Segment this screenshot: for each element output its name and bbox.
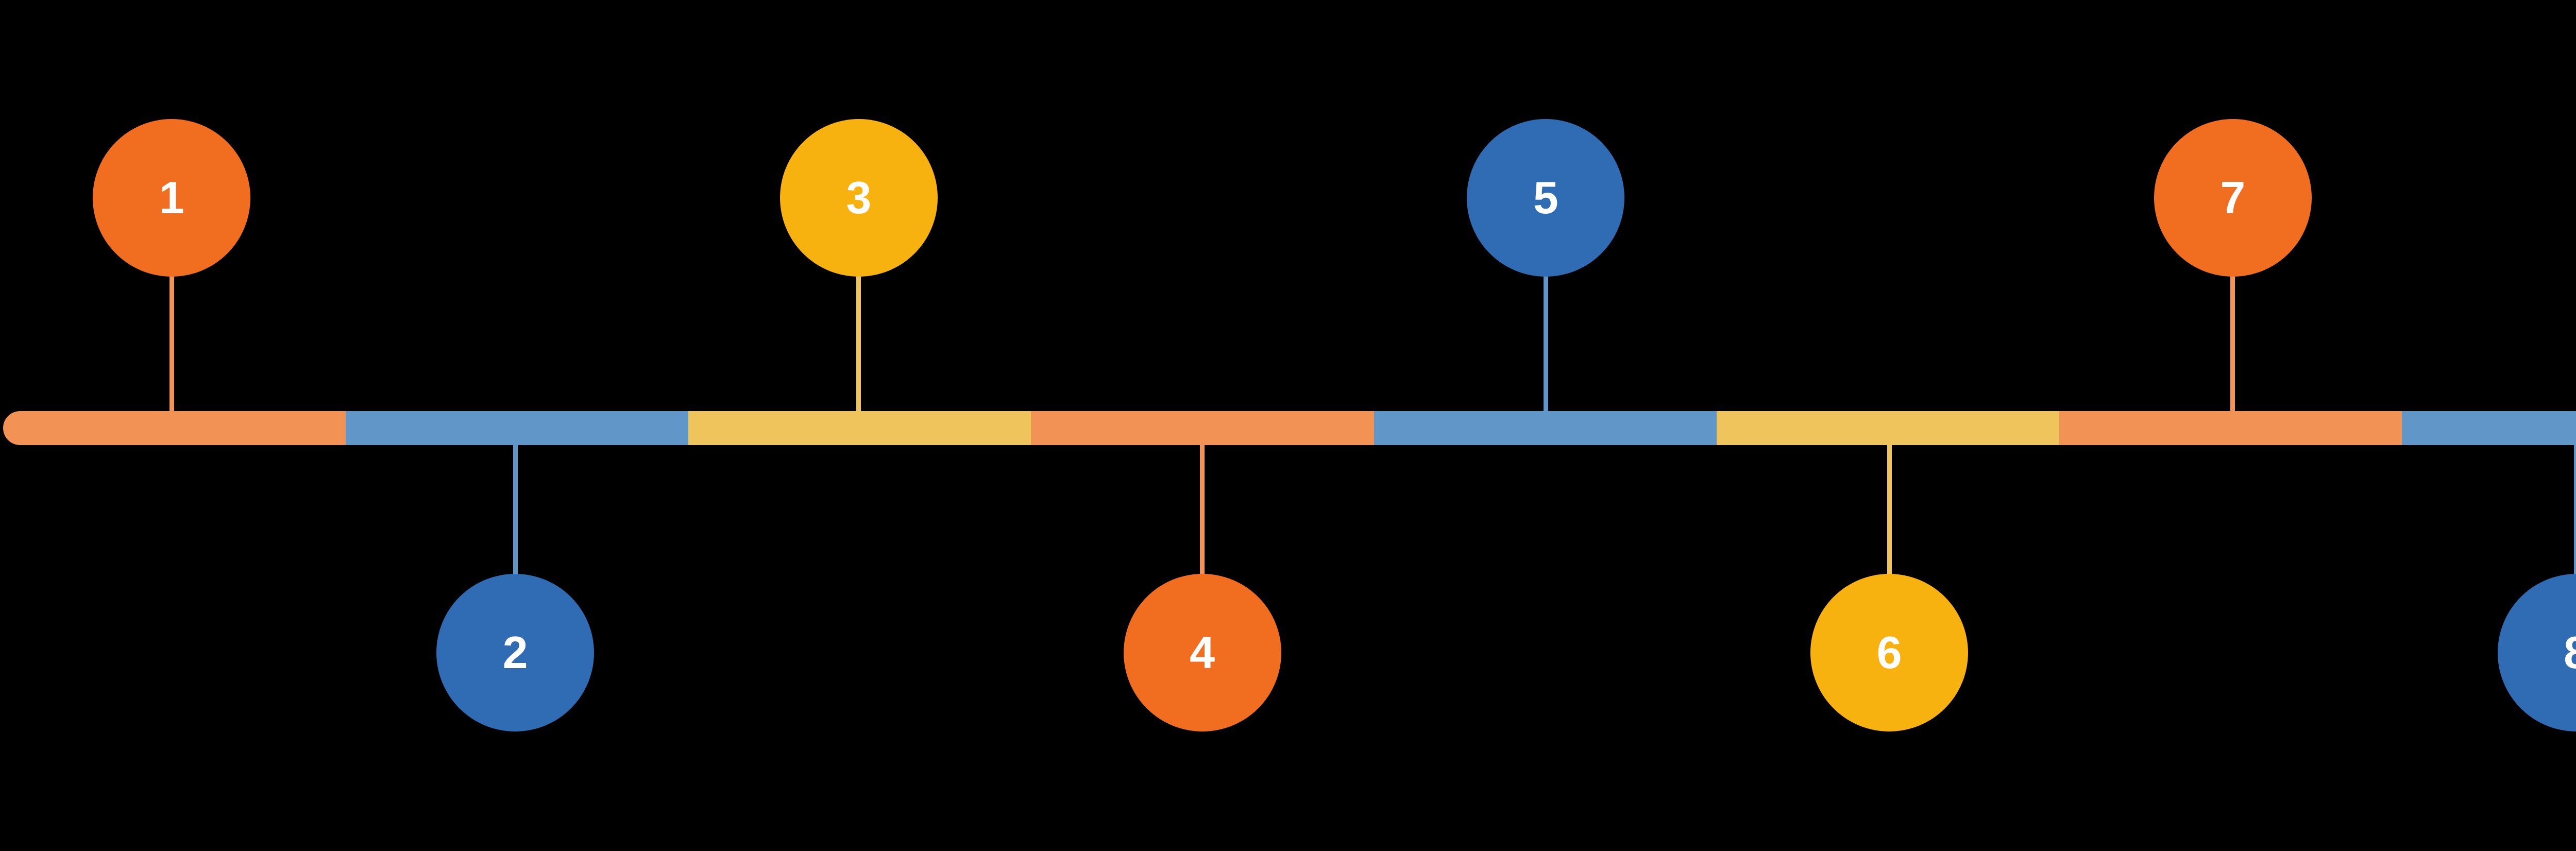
milestone-number: 1 — [159, 172, 184, 223]
connector-line — [1887, 434, 1892, 653]
milestone-circle: 8 — [2497, 574, 2576, 731]
bar-segment-8 — [2401, 411, 2576, 445]
connector-line — [2230, 198, 2235, 417]
milestone-number: 8 — [2564, 630, 2576, 675]
connector-line — [856, 198, 861, 417]
milestone-number: 6 — [1876, 627, 1902, 678]
bar-segment-1 — [3, 411, 346, 445]
connector-line — [2574, 434, 2576, 653]
milestone-circle: 2 — [436, 574, 595, 731]
connector-line — [1200, 434, 1205, 653]
milestone-number: 2 — [502, 627, 528, 678]
connector-line — [513, 434, 518, 653]
milestone-number: 3 — [846, 172, 872, 223]
milestone-circle: 7 — [2154, 119, 2312, 277]
connector-line — [1543, 198, 1548, 417]
milestone-number: 4 — [1190, 627, 1215, 678]
milestone-circle: 4 — [1123, 574, 1281, 731]
connector-line — [169, 198, 174, 417]
milestone-circle: 6 — [1810, 574, 1969, 731]
timeline-bar — [3, 411, 2576, 445]
milestone-circle: 5 — [1467, 119, 1625, 277]
milestone-circle: 1 — [93, 119, 251, 277]
milestone-number: 5 — [1533, 172, 1558, 223]
milestone-number: 7 — [2220, 172, 2246, 223]
bar-segment-7 — [2059, 411, 2402, 445]
milestone-circle: 3 — [779, 119, 938, 277]
